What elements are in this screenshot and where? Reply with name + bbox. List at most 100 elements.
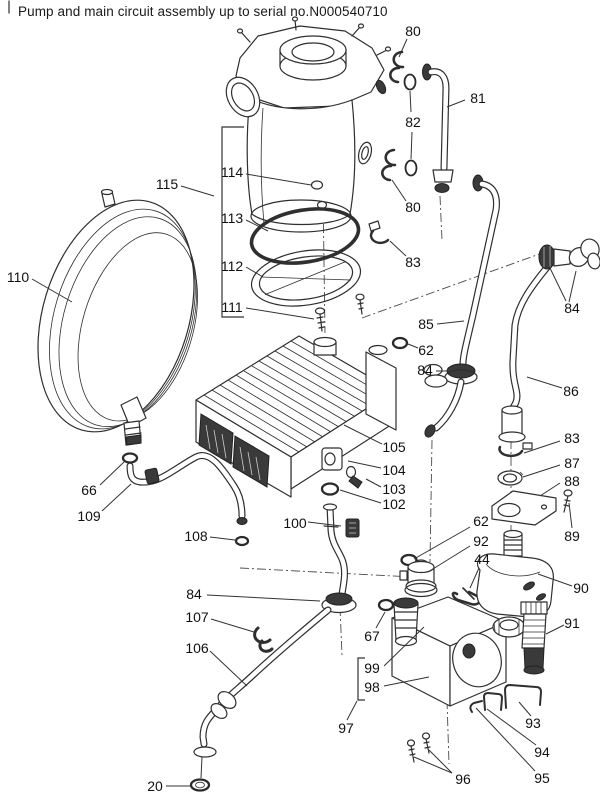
- bracket-97: [357, 657, 365, 701]
- pipe-106-flange: [193, 746, 217, 758]
- heat-exchanger: [195, 335, 448, 498]
- callout-layer: 8081828011511411311211111083856284848610…: [7, 23, 589, 794]
- flue-clips: [381, 50, 418, 182]
- callout-99: 99: [364, 660, 380, 676]
- clip-95: [469, 700, 483, 713]
- leader-80: [398, 38, 408, 58]
- callout-96: 96: [455, 771, 471, 787]
- callout-100: 100: [283, 515, 307, 531]
- leader-97: [346, 700, 358, 721]
- leader-82: [410, 131, 413, 160]
- callout-89: 89: [564, 528, 580, 544]
- callout-115: 115: [156, 176, 179, 192]
- callout-107: 107: [185, 609, 209, 625]
- leader-98: [383, 676, 430, 687]
- leader-66: [99, 461, 125, 486]
- leader-96: [413, 756, 453, 774]
- burner-cover-2: [232, 435, 270, 488]
- leader-94: [486, 708, 537, 746]
- callout-103: 103: [382, 481, 406, 497]
- leader-91: [545, 624, 565, 635]
- callout-84: 84: [186, 586, 202, 602]
- pipe-81-nut: [432, 169, 454, 183]
- seal-84-top-right: [538, 244, 556, 270]
- burner-cover-1: [198, 413, 234, 465]
- hx-top-port: [313, 336, 337, 356]
- callout-109: 109: [77, 508, 101, 524]
- chamber-body: [225, 76, 387, 233]
- callout-83: 83: [405, 254, 421, 270]
- callout-93: 93: [525, 715, 541, 731]
- callout-84: 84: [417, 362, 433, 378]
- callout-106: 106: [185, 640, 209, 656]
- leader-83: [389, 240, 407, 257]
- leader-81: [446, 99, 466, 108]
- leader-105: [343, 424, 383, 445]
- leader-67: [375, 611, 386, 629]
- oring-62-upper: [391, 336, 409, 350]
- callout-88: 88: [564, 473, 580, 489]
- callout-67: 67: [364, 628, 380, 644]
- callout-114: 114: [221, 164, 244, 180]
- callout-105: 105: [382, 439, 406, 455]
- washer-66: [121, 452, 139, 464]
- vessel-port: [120, 396, 147, 446]
- grommet-84-bottom: [325, 592, 353, 606]
- leader-110: [31, 278, 73, 303]
- leader-80: [391, 179, 407, 202]
- valve-motor-92: [399, 559, 437, 593]
- clip-80-top: [389, 50, 405, 84]
- pipe-86: [508, 238, 600, 414]
- callout-20: 20: [147, 778, 163, 794]
- callout-113: 113: [221, 210, 244, 226]
- callout-102: 102: [382, 496, 406, 512]
- callout-112: 112: [221, 258, 244, 274]
- oring-82-top: [403, 73, 417, 91]
- combustion-chamber-assembly: [225, 16, 392, 332]
- callout-44: 44: [474, 551, 490, 567]
- clamp-83-upper: [368, 220, 390, 245]
- leader-62: [413, 526, 471, 560]
- leader-103: [365, 478, 382, 488]
- chamber-nipple: [375, 79, 387, 95]
- callout-80: 80: [405, 23, 421, 39]
- oring-102: [320, 482, 340, 496]
- pipe-clip-104: [321, 447, 343, 471]
- leader-86: [526, 376, 563, 389]
- clamp-83-lower: [498, 442, 533, 458]
- hx-end-plate: [365, 344, 397, 431]
- callout-62: 62: [473, 513, 489, 529]
- leader-90: [537, 573, 573, 587]
- pipe-81: [422, 63, 454, 193]
- elbow-fitting: [568, 238, 600, 270]
- leader-62: [407, 343, 419, 349]
- leader-113: [245, 219, 269, 232]
- leader-84: [548, 265, 567, 302]
- hydroblock-90: [476, 529, 554, 618]
- pump-assembly: [391, 582, 507, 707]
- leader-107: [210, 618, 255, 633]
- clip-107: [253, 626, 274, 653]
- callout-92: 92: [473, 533, 489, 549]
- callout-80: 80: [405, 199, 421, 215]
- leader-93: [518, 701, 532, 717]
- sight-glass: [357, 141, 373, 165]
- wire-clip-94: [483, 692, 503, 711]
- bracket-88: [491, 490, 557, 526]
- sensor-103: [345, 465, 363, 489]
- callout-97: 97: [338, 720, 354, 736]
- pump-shaft-boss: [462, 643, 476, 659]
- chamber-left-port: [225, 76, 261, 118]
- page-title: Pump and main circuit assembly up to ser…: [18, 4, 388, 19]
- callout-95: 95: [534, 770, 550, 786]
- screw-89: [563, 489, 573, 513]
- callout-104: 104: [382, 462, 406, 478]
- callout-108: 108: [184, 528, 208, 544]
- callout-66: 66: [81, 482, 97, 498]
- leader-104: [347, 460, 382, 469]
- leader-83: [523, 440, 561, 454]
- callout-62: 62: [418, 342, 434, 358]
- clip-80-bottom: [381, 148, 397, 182]
